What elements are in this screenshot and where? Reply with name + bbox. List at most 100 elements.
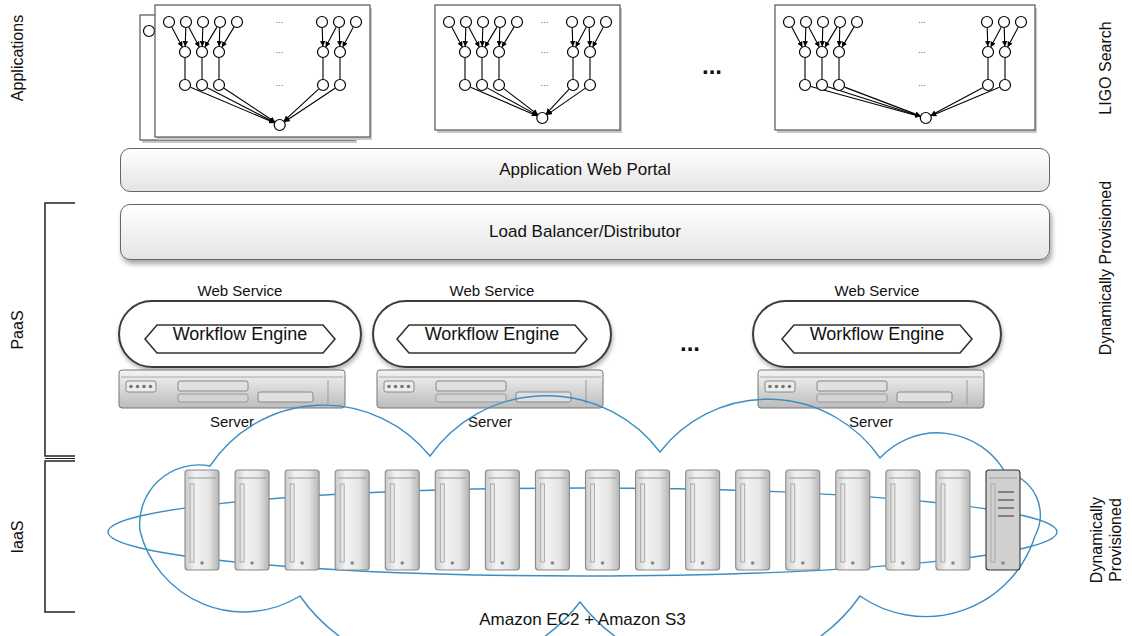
- task-circle: [800, 47, 811, 58]
- server-label: Server: [210, 413, 254, 430]
- text-slot: Load Balancer/Distributor: [121, 205, 1049, 259]
- server-seam: [760, 377, 982, 378]
- workflow-panel: [775, 5, 1037, 133]
- text-slot: Server: [118, 412, 346, 430]
- dependency-arrow: [572, 28, 574, 46]
- tower-seam: [989, 478, 1017, 479]
- dependency-arrow: [452, 27, 462, 46]
- task-circle: [232, 17, 243, 28]
- text-slot: Web Service: [752, 280, 1002, 300]
- dependency-arrow: [207, 88, 274, 123]
- iaas-bracket: [45, 461, 75, 612]
- server-led: [768, 385, 772, 389]
- tower-vent: [998, 492, 1014, 493]
- task-circle: [460, 47, 471, 58]
- server-tower: [936, 470, 970, 570]
- cloud-outline: [140, 396, 1041, 636]
- task-circle: [318, 80, 329, 91]
- tower-seam: [338, 478, 366, 479]
- dependency-arrow: [576, 27, 586, 46]
- tower-button: [601, 561, 605, 565]
- tower-grip: [641, 484, 645, 562]
- tower-body: [235, 470, 269, 570]
- server-tower: [485, 470, 519, 570]
- server-tower: [636, 470, 670, 570]
- task-circle: [601, 17, 612, 28]
- tower-seam: [538, 478, 566, 479]
- task-circle: [334, 17, 345, 28]
- dependency-arrow: [822, 28, 824, 46]
- tower-seam: [889, 478, 917, 479]
- server-led: [781, 385, 785, 389]
- drive-bay: [178, 381, 248, 391]
- task-circle: [1016, 17, 1027, 28]
- ellipsis: ...: [680, 329, 700, 358]
- dependency-arrow: [809, 27, 819, 46]
- tower-grip: [991, 484, 995, 562]
- task-circle: [477, 80, 488, 91]
- workflow-panels: [140, 5, 1037, 143]
- dependency-arrow: [839, 28, 841, 46]
- panel-frame: [775, 5, 1035, 130]
- dependency-arrow: [172, 27, 182, 46]
- task-circle: [567, 17, 578, 28]
- tower-button: [1001, 561, 1005, 565]
- tower-seam: [639, 478, 667, 479]
- dependency-arrow: [572, 58, 573, 79]
- ellipsis: ...: [702, 52, 722, 81]
- server-led: [387, 385, 391, 389]
- tower-button: [751, 561, 755, 565]
- ellipsis-small: ...: [276, 78, 284, 89]
- server-tower: [836, 470, 870, 570]
- layer-band: Application Web Portal: [120, 148, 1050, 192]
- tower-body: [736, 470, 770, 570]
- dependency-arrow: [469, 27, 479, 46]
- tower-grip: [440, 484, 444, 562]
- dependency-arrow: [202, 28, 204, 46]
- task-circle: [318, 47, 329, 58]
- tower-button: [951, 561, 955, 565]
- tower-grip: [691, 484, 695, 562]
- server-picture: [757, 368, 985, 410]
- task-circle: [274, 120, 285, 131]
- tower-body: [535, 470, 569, 570]
- tower-grip: [290, 484, 294, 562]
- tower-grip: [340, 484, 344, 562]
- layer-label: Applications: [8, 15, 27, 101]
- task-circle: [585, 47, 596, 58]
- tower-grip: [390, 484, 394, 562]
- tower-body: [636, 470, 670, 570]
- task-circle: [920, 113, 931, 124]
- task-circle: [494, 80, 505, 91]
- dependency-arrow: [322, 58, 323, 79]
- dependency-arrow: [184, 58, 185, 79]
- cloud-picture: [100, 436, 1065, 608]
- server-led: [775, 385, 779, 389]
- cloud-node: Amazon EC2 + Amazon S3: [100, 436, 1065, 632]
- dependency-arrow: [987, 58, 988, 79]
- server-led: [142, 385, 146, 389]
- server-tower: [235, 470, 269, 570]
- text-slot: Server: [757, 412, 985, 430]
- task-circle: [164, 17, 175, 28]
- panel-frame: [155, 5, 370, 137]
- tower-body: [185, 470, 219, 570]
- drive-bay: [436, 394, 506, 402]
- dependency-arrow: [191, 87, 275, 122]
- dependency-arrow: [218, 58, 219, 79]
- tower-vent: [998, 500, 1014, 501]
- tower-body: [285, 470, 319, 570]
- tower-seam: [839, 478, 867, 479]
- tower-button: [901, 561, 905, 565]
- service-label: Web Service: [198, 282, 283, 299]
- dependency-arrow: [465, 28, 467, 46]
- engine-label: Workflow Engine: [173, 324, 308, 345]
- task-circle: [351, 17, 362, 28]
- dependency-arrow: [504, 89, 538, 115]
- task-circle: [461, 17, 472, 28]
- dependency-arrow: [471, 87, 537, 115]
- dependency-arrow: [222, 27, 234, 47]
- server-tower: [285, 470, 319, 570]
- text-slot: Web Service: [118, 280, 362, 300]
